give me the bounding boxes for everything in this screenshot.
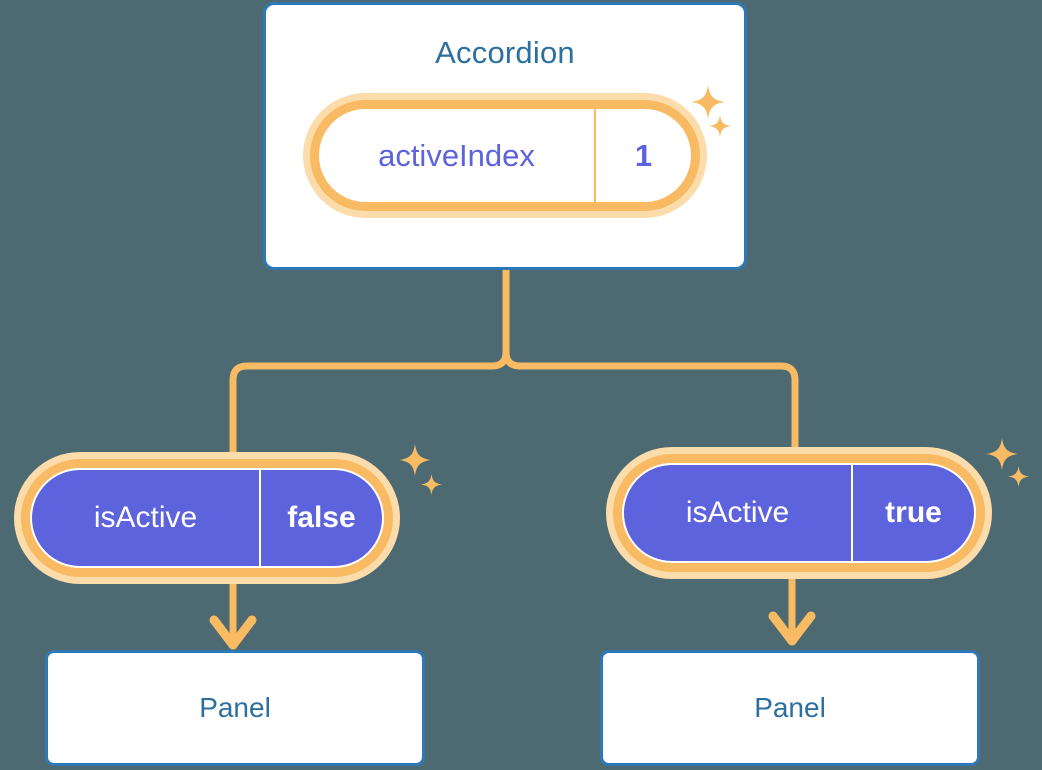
sparkle-icon (709, 115, 731, 137)
state-value: true (885, 496, 942, 529)
panel-card-right[interactable]: Panel (600, 650, 980, 766)
state-value: 1 (634, 138, 653, 173)
sparkle-icon (399, 444, 431, 476)
sparkle-icon (1008, 466, 1029, 487)
state-badge-active-index[interactable]: activeIndex 1 (303, 93, 707, 218)
state-key: isActive (685, 496, 790, 529)
sparkle-icon (986, 438, 1018, 470)
state-value: false (287, 501, 356, 534)
arrow-down-icon-left (209, 578, 257, 650)
state-badge-is-active-true[interactable]: isActive true (606, 447, 992, 579)
sparkle-icon (421, 474, 442, 495)
panel-title: Panel (754, 692, 826, 723)
panel-title: Panel (199, 692, 271, 723)
sparkle-icon (691, 85, 725, 119)
connector-right-branch (502, 266, 799, 456)
pill-divider (594, 109, 596, 202)
pill-body: isActive true (622, 463, 976, 563)
accordion-title: Accordion (435, 35, 575, 70)
state-badge-is-active-false[interactable]: isActive false (14, 452, 400, 584)
arrow-down-icon-right (768, 574, 816, 646)
panel-card-left[interactable]: Panel (45, 650, 425, 766)
connector-left-branch (229, 266, 510, 459)
state-key: isActive (93, 501, 198, 534)
pill-divider (851, 465, 853, 561)
pill-body: activeIndex 1 (319, 109, 691, 202)
pill-divider (259, 470, 261, 566)
state-key: activeIndex (378, 138, 535, 173)
pill-body: isActive false (30, 468, 384, 568)
